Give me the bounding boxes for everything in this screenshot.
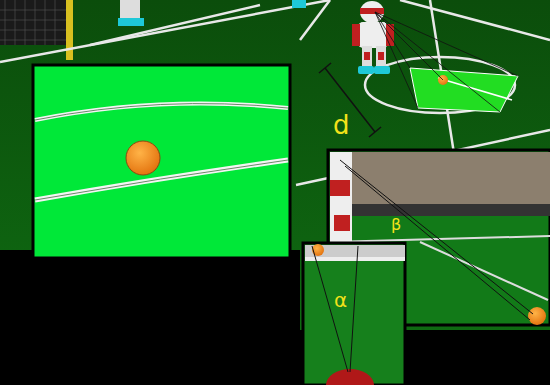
camera-view-area xyxy=(410,68,518,112)
goal-net xyxy=(0,0,70,45)
robot-background xyxy=(118,0,306,26)
robot xyxy=(352,1,394,74)
distance-label: d xyxy=(333,112,350,138)
goal-post xyxy=(66,0,73,60)
camera-inset xyxy=(33,65,290,258)
camera-rays xyxy=(375,12,518,112)
field-line xyxy=(438,78,512,100)
net-mesh xyxy=(0,0,70,45)
angle-label: β xyxy=(391,217,401,233)
distance-bar xyxy=(319,63,381,137)
alpha-inset xyxy=(303,243,405,385)
angle-label: α xyxy=(334,290,347,310)
soccer-field xyxy=(0,0,550,330)
